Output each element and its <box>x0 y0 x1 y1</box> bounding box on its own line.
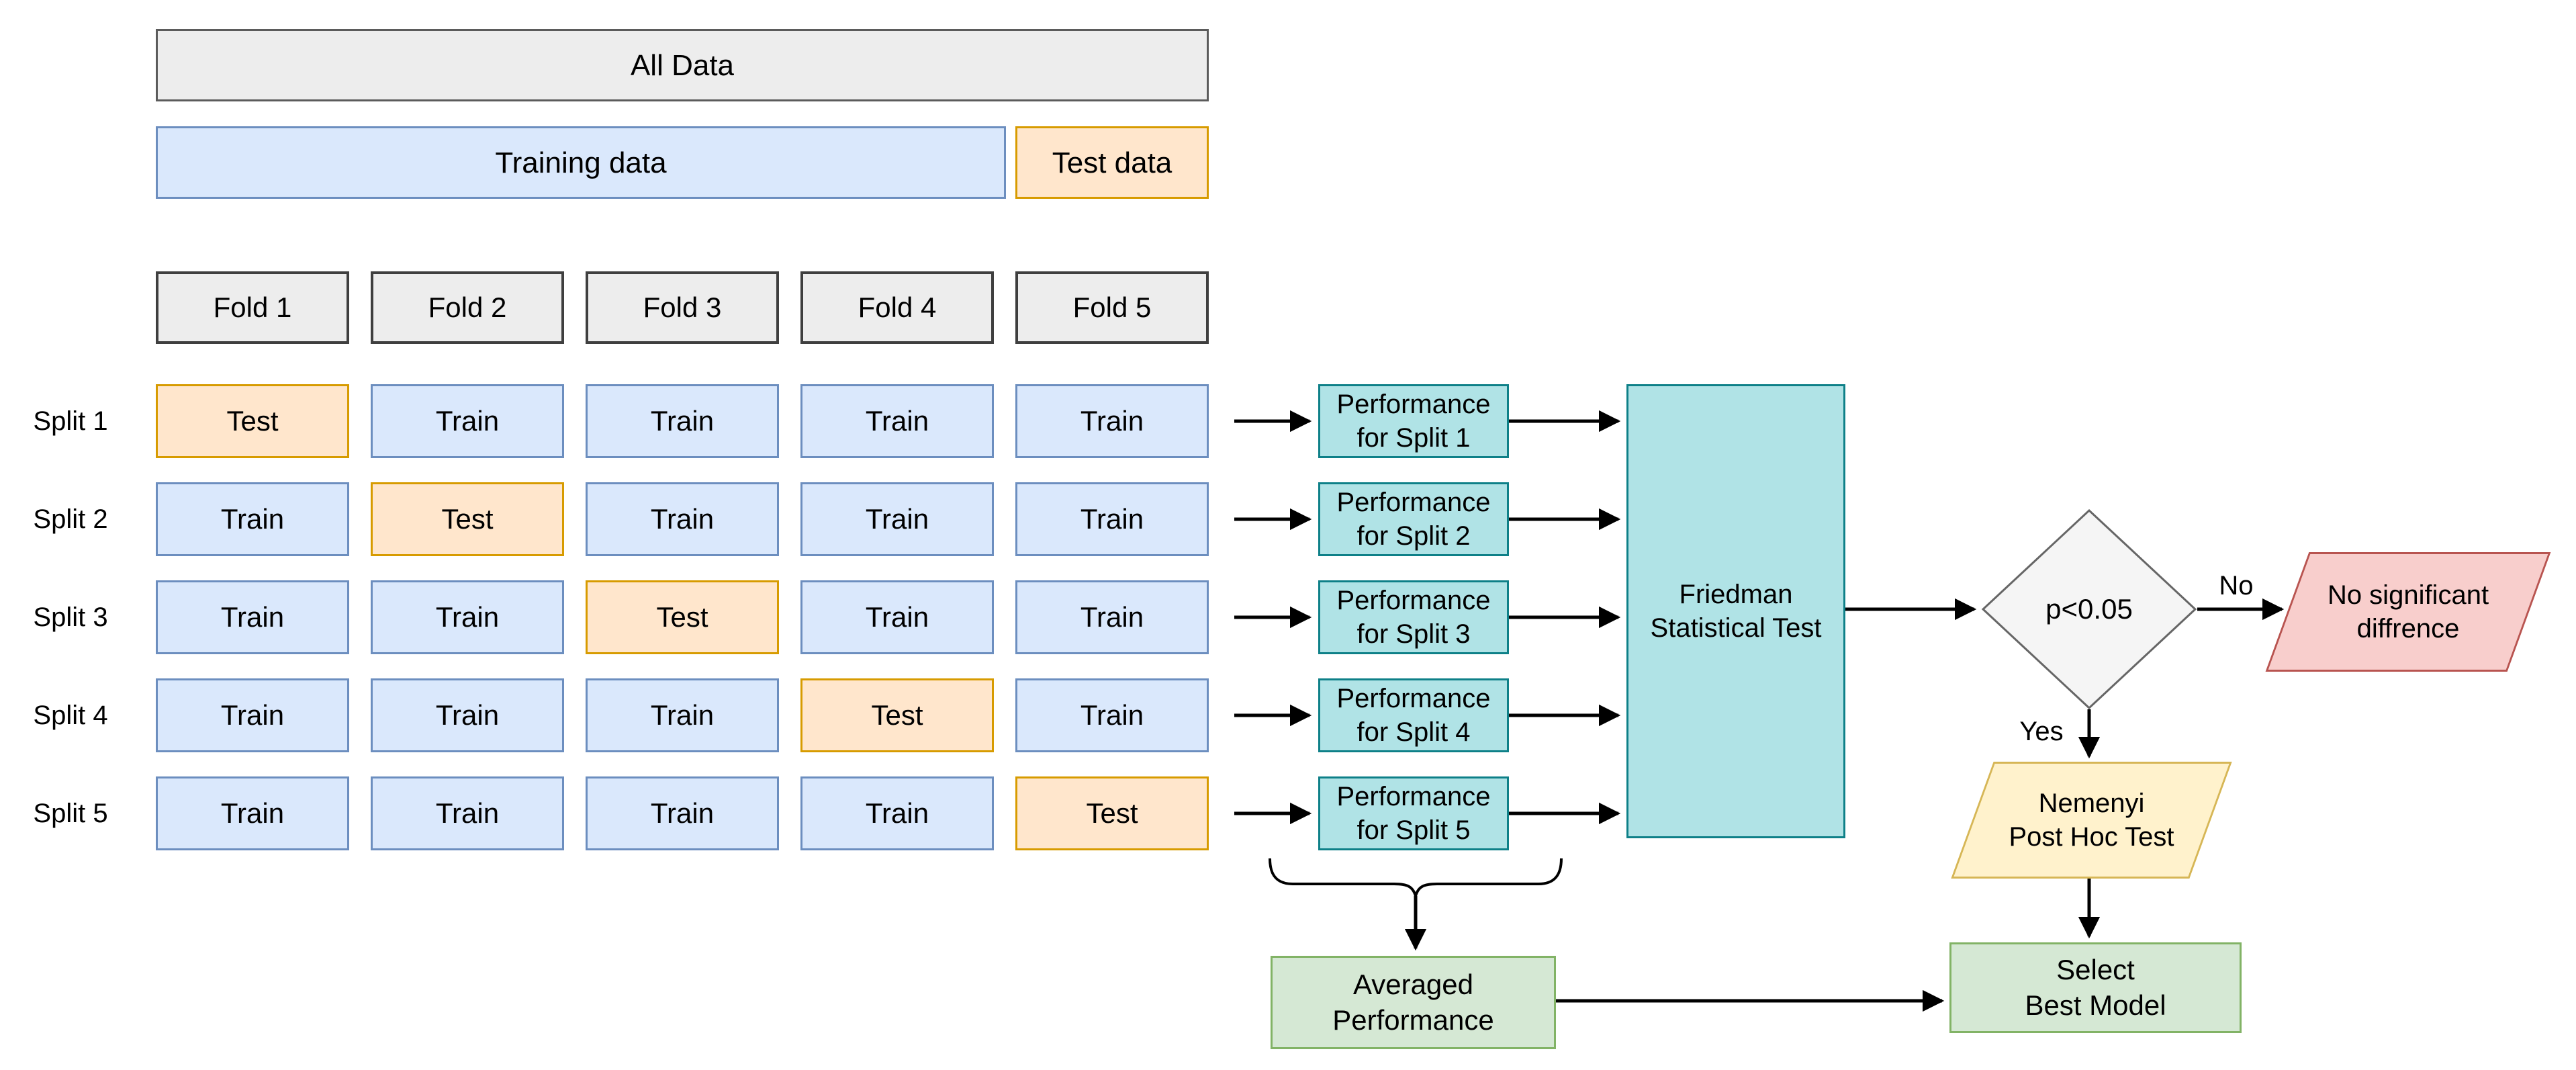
friedman-test-node: Friedman Statistical Test <box>1626 384 1845 838</box>
performance-split-5-node: Performance for Split 5 <box>1318 776 1509 850</box>
select-best-model-node: Select Best Model <box>1949 942 2242 1033</box>
split-5-label: Split 5 <box>33 798 108 828</box>
fold-5-header: Fold 5 <box>1015 271 1209 344</box>
cell-split2-fold1: Train <box>156 482 349 556</box>
cell-split4-fold1: Train <box>156 678 349 752</box>
decision-diamond-shape <box>1981 509 2197 709</box>
averaged-performance-node: Averaged Performance <box>1271 956 1556 1049</box>
cell-split5-fold3: Train <box>586 776 779 850</box>
p-value-decision-node: p<0.05 <box>1981 509 2197 709</box>
edge-label-no: No <box>2219 571 2254 600</box>
split-4-label: Split 4 <box>33 700 108 730</box>
cell-split3-fold1: Train <box>156 580 349 654</box>
cell-split2-fold3: Train <box>586 482 779 556</box>
fold-1-header: Fold 1 <box>156 271 349 344</box>
fold-3-header: Fold 3 <box>586 271 779 344</box>
cell-split3-fold3: Test <box>586 580 779 654</box>
cell-split4-fold4: Test <box>800 678 994 752</box>
performance-split-2-node: Performance for Split 2 <box>1318 482 1509 556</box>
cell-split2-fold4: Train <box>800 482 994 556</box>
test-data-node: Test data <box>1015 126 1209 199</box>
all-data-label: All Data <box>630 48 735 82</box>
split-3-label: Split 3 <box>33 602 108 632</box>
cell-split1-fold3: Train <box>586 384 779 458</box>
fold-2-header: Fold 2 <box>371 271 564 344</box>
cell-split5-fold4: Train <box>800 776 994 850</box>
cell-split1-fold2: Train <box>371 384 564 458</box>
cell-split2-fold2: Test <box>371 482 564 556</box>
performance-split-4-node: Performance for Split 4 <box>1318 678 1509 752</box>
cell-split4-fold3: Train <box>586 678 779 752</box>
nemenyi-post-hoc-node: Nemenyi Post Hoc Test <box>1951 762 2232 879</box>
cell-split3-fold4: Train <box>800 580 994 654</box>
performance-split-1-node: Performance for Split 1 <box>1318 384 1509 458</box>
cell-split1-fold4: Train <box>800 384 994 458</box>
fold-4-header: Fold 4 <box>800 271 994 344</box>
split-1-label: Split 1 <box>33 406 108 436</box>
cell-split3-fold5: Train <box>1015 580 1209 654</box>
cell-split4-fold5: Train <box>1015 678 1209 752</box>
training-data-label: Training data <box>495 146 667 179</box>
no-significant-difference-node: No significant diffrence <box>2265 552 2551 672</box>
training-data-node: Training data <box>156 126 1006 199</box>
cell-split5-fold1: Train <box>156 776 349 850</box>
brace-performance-group <box>1269 858 1563 901</box>
cell-split3-fold2: Train <box>371 580 564 654</box>
p-value-condition-label: p<0.05 <box>2045 593 2133 625</box>
split-2-label: Split 2 <box>33 504 108 534</box>
cell-split1-fold5: Train <box>1015 384 1209 458</box>
cell-split5-fold5: Test <box>1015 776 1209 850</box>
edge-label-yes: Yes <box>2019 717 2064 746</box>
performance-split-3-node: Performance for Split 3 <box>1318 580 1509 654</box>
all-data-node: All Data <box>156 29 1209 101</box>
cell-split4-fold2: Train <box>371 678 564 752</box>
cell-split2-fold5: Train <box>1015 482 1209 556</box>
cell-split5-fold2: Train <box>371 776 564 850</box>
cell-split1-fold1: Test <box>156 384 349 458</box>
test-data-label: Test data <box>1052 146 1172 179</box>
